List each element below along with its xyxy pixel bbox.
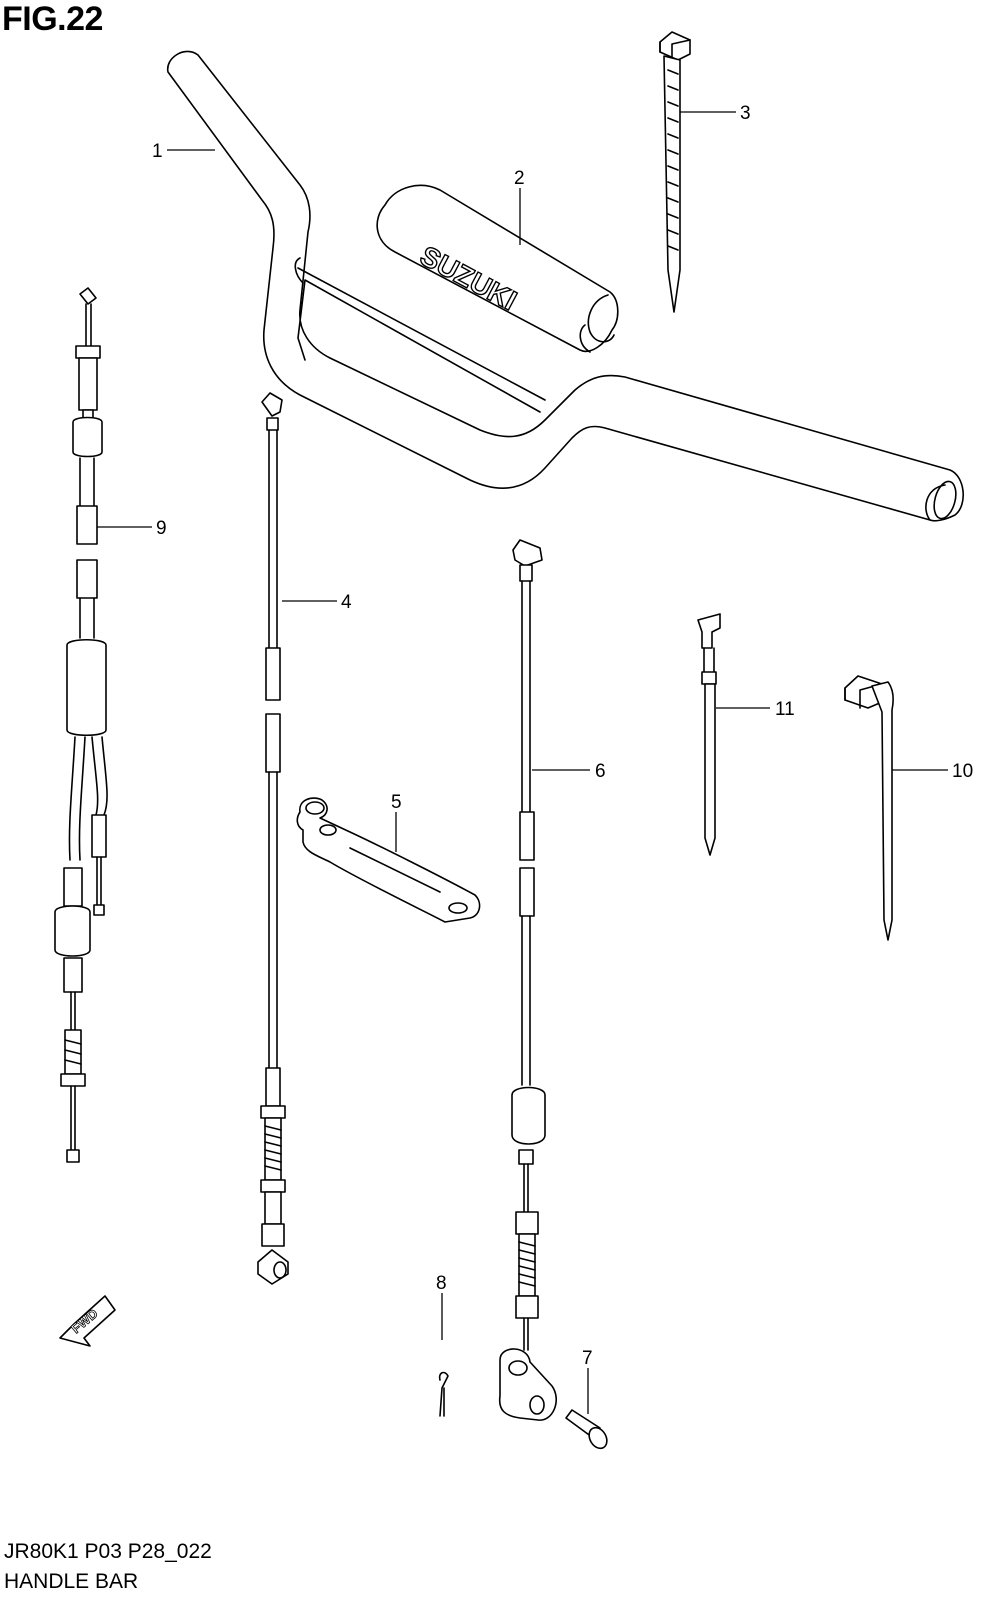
callout-5: 5 xyxy=(391,792,402,813)
callout-7: 7 xyxy=(582,1348,593,1369)
clutch-cable[interactable] xyxy=(54,287,108,1163)
handlebar[interactable] xyxy=(167,50,964,522)
figure-title: FIG.22 xyxy=(2,0,103,38)
cable-tie-10[interactable] xyxy=(844,675,894,941)
diagram-name: HANDLE BAR xyxy=(4,1570,139,1593)
clamp-11[interactable] xyxy=(697,613,721,856)
callout-2: 2 xyxy=(514,168,525,189)
callout-3: 3 xyxy=(740,103,751,124)
brake-cable[interactable] xyxy=(498,539,557,1421)
callout-11: 11 xyxy=(775,699,795,720)
handlebar-pad[interactable]: SUZUKI xyxy=(376,184,619,353)
throttle-cable[interactable] xyxy=(257,392,289,1285)
forward-direction-arrow: FWD xyxy=(59,1295,116,1347)
cable-tie-3[interactable] xyxy=(659,31,691,313)
callout-4: 4 xyxy=(341,592,352,613)
callout-8: 8 xyxy=(436,1273,447,1294)
callout-1: 1 xyxy=(152,141,163,162)
clevis-pin[interactable] xyxy=(565,1409,610,1452)
cotter-pin[interactable] xyxy=(438,1371,449,1417)
callout-10: 10 xyxy=(952,761,973,782)
diagram-code: JR80K1 P03 P28_022 xyxy=(4,1540,212,1563)
leader-lines xyxy=(97,111,948,1414)
callout-9: 9 xyxy=(156,518,167,539)
cable-holder-plate[interactable] xyxy=(296,797,481,923)
callout-6: 6 xyxy=(595,761,606,782)
